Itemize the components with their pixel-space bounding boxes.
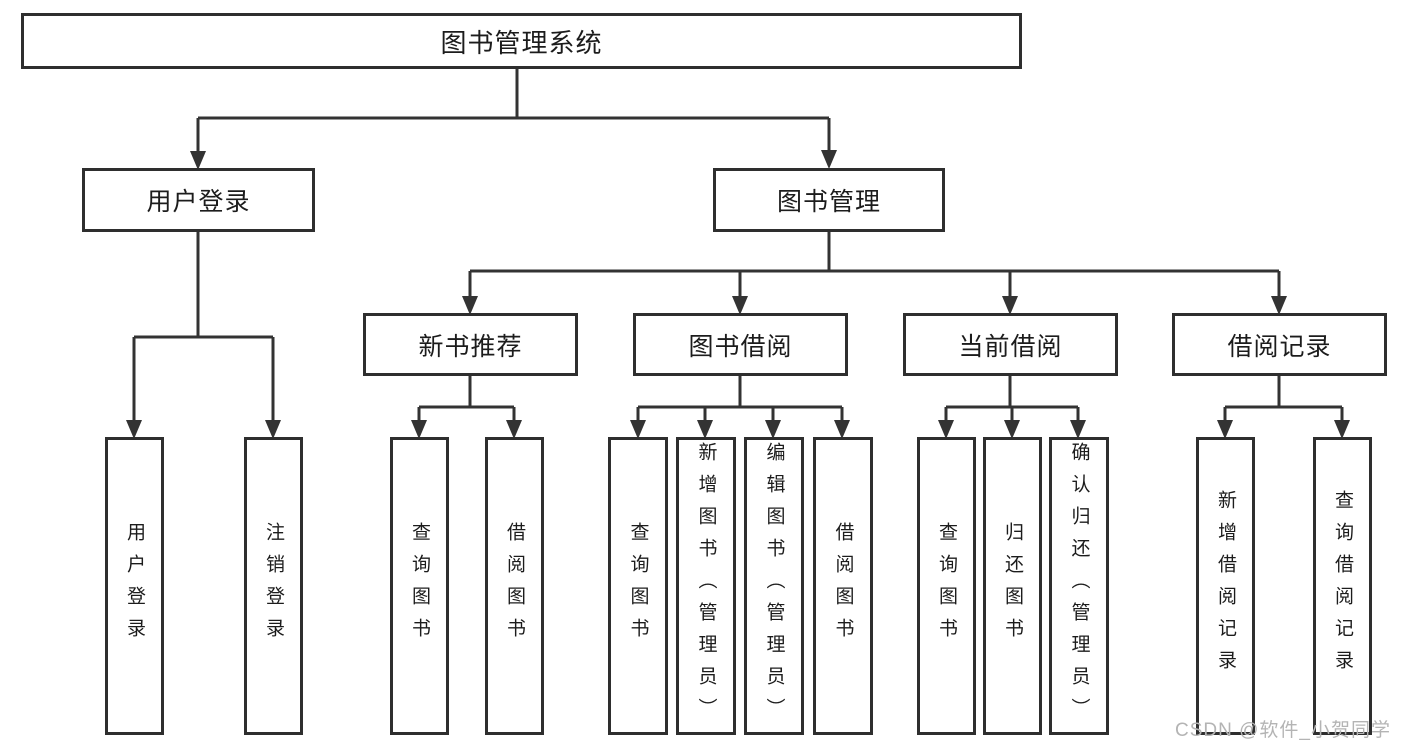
connector-book-borrowing <box>636 376 844 423</box>
connector-book-management <box>468 232 1281 299</box>
node-label: 编辑图书（管理员） <box>763 442 785 730</box>
node-label: 图书管理 <box>776 188 881 216</box>
leaf-user-login: 用户登录 <box>105 437 164 735</box>
node-label: 查询图书 <box>627 522 649 650</box>
node-label: 当前借阅 <box>958 332 1063 361</box>
leaf-return-book: 归还图书 <box>983 437 1042 735</box>
node-label: 新增图书（管理员） <box>695 442 717 730</box>
leaf-logout: 注销登录 <box>244 437 303 735</box>
node-label: 查询借阅记录 <box>1332 490 1353 682</box>
node-label: 用户登录 <box>124 522 145 650</box>
node-book-management: 图书管理 <box>713 168 945 232</box>
node-label: 借阅图书 <box>504 522 525 650</box>
leaf-query-books-current: 查询图书 <box>917 437 976 735</box>
node-current-borrowing: 当前借阅 <box>903 313 1118 376</box>
connector-borrowing-records <box>1223 376 1344 423</box>
node-label: 用户登录 <box>146 188 251 216</box>
node-label: 图书借阅 <box>688 332 793 361</box>
leaf-query-books-recommend: 查询图书 <box>390 437 449 735</box>
node-label: 注销登录 <box>263 522 284 650</box>
node-label: 图书管理系统 <box>440 27 603 58</box>
leaf-query-borrow-record: 查询借阅记录 <box>1313 437 1372 735</box>
node-label: 查询图书 <box>409 522 430 650</box>
leaf-borrow-books-borrowing: 借阅图书 <box>813 437 873 735</box>
node-library-management-system: 图书管理系统 <box>21 13 1022 69</box>
leaf-borrow-books-recommend: 借阅图书 <box>485 437 544 735</box>
node-book-borrowing: 图书借阅 <box>633 313 848 376</box>
connector-current-borrowing <box>944 376 1080 423</box>
node-label: 新书推荐 <box>418 332 523 361</box>
leaf-add-book-admin: 新增图书（管理员） <box>676 437 736 735</box>
node-borrowing-records: 借阅记录 <box>1172 313 1387 376</box>
connector-new-book-recommendation <box>417 376 516 423</box>
node-label: 确认归还（管理员） <box>1068 442 1090 730</box>
watermark: CSDN @软件_小贺同学 <box>1175 720 1391 741</box>
node-new-book-recommendation: 新书推荐 <box>363 313 578 376</box>
connector-root <box>196 68 831 154</box>
leaf-confirm-return-admin: 确认归还（管理员） <box>1049 437 1109 735</box>
node-label: 新增借阅记录 <box>1215 490 1236 682</box>
node-label: 查询图书 <box>936 522 957 650</box>
leaf-add-borrow-record: 新增借阅记录 <box>1196 437 1255 735</box>
leaf-query-books-borrowing: 查询图书 <box>608 437 668 735</box>
node-user-login: 用户登录 <box>82 168 315 232</box>
node-label: 归还图书 <box>1002 522 1023 650</box>
leaf-edit-book-admin: 编辑图书（管理员） <box>744 437 804 735</box>
node-label: 借阅图书 <box>832 522 854 650</box>
connector-user-login <box>132 232 275 423</box>
arrowhead-icons <box>126 150 1350 439</box>
node-label: 借阅记录 <box>1227 332 1332 361</box>
